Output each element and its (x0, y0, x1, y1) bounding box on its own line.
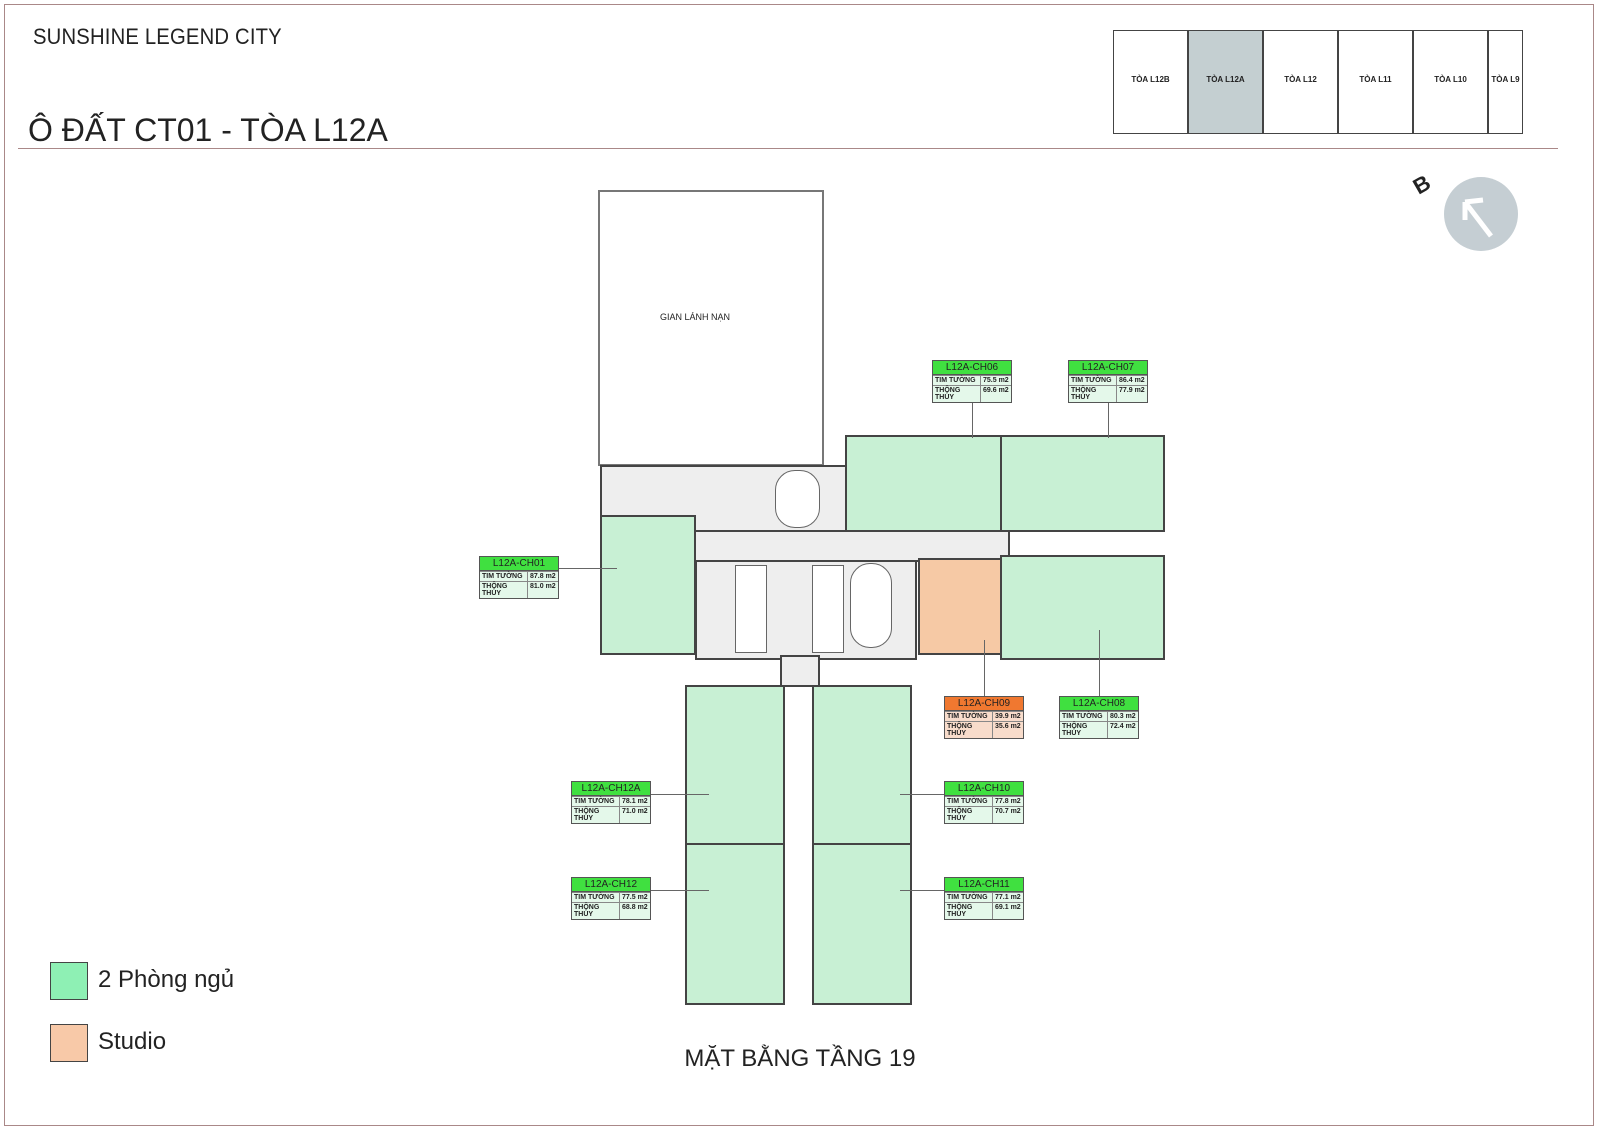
refuge-area-label: GIAN LÁNH NẠN (660, 312, 731, 322)
key-map-tower[interactable]: TÒA L12B (1113, 30, 1188, 134)
legend-swatch-2br (50, 962, 88, 1000)
legend-label-studio: Studio (98, 1028, 167, 1055)
header-divider (18, 148, 1558, 1110)
leader-line (900, 890, 945, 891)
key-map-tower[interactable]: TÒA L10 (1413, 30, 1488, 134)
leader-line (972, 396, 973, 438)
leader-line (1108, 396, 1109, 438)
stair (775, 470, 820, 528)
leader-line (1099, 630, 1100, 697)
leader-line (984, 640, 985, 697)
page-frame (4, 4, 1594, 1126)
key-map-tower[interactable]: TÒA L9 (1488, 30, 1523, 134)
leader-line (557, 568, 617, 569)
key-map-tower-active[interactable]: TÒA L12A (1188, 30, 1263, 134)
elevators (735, 565, 767, 653)
unit-ch11[interactable] (812, 843, 912, 1005)
legend-label-2br: 2 Phòng ngủ (98, 966, 235, 993)
elevators (812, 565, 844, 653)
leader-line (649, 890, 709, 891)
leader-line (649, 794, 709, 795)
brand-name: SUNSHINE LEGEND CITY (33, 24, 282, 49)
floor-title: MẶT BẰNG TẦNG 19 (684, 1045, 916, 1072)
unit-ch08[interactable] (1000, 555, 1165, 660)
key-map-tower[interactable]: TÒA L11 (1338, 30, 1413, 134)
stair (850, 563, 892, 648)
leader-line (900, 794, 945, 795)
legend-swatch-studio (50, 1024, 88, 1062)
unit-ch07[interactable] (1000, 435, 1165, 532)
key-map-tower[interactable]: TÒA L12 (1263, 30, 1338, 134)
north-arrow-icon (1444, 177, 1518, 251)
refuge-area (598, 190, 824, 466)
unit-ch06[interactable] (845, 435, 1003, 532)
key-map: TÒA L12B TÒA L12A TÒA L12 TÒA L11 TÒA L1… (1113, 0, 1523, 140)
unit-ch01[interactable] (600, 515, 696, 655)
unit-ch12[interactable] (685, 843, 785, 1005)
unit-ch09[interactable] (918, 558, 1002, 655)
unit-ch12a[interactable] (685, 685, 785, 845)
unit-ch10[interactable] (812, 685, 912, 845)
corridor (780, 655, 820, 687)
page-title: Ô ĐẤT CT01 - TÒA L12A (28, 112, 388, 148)
